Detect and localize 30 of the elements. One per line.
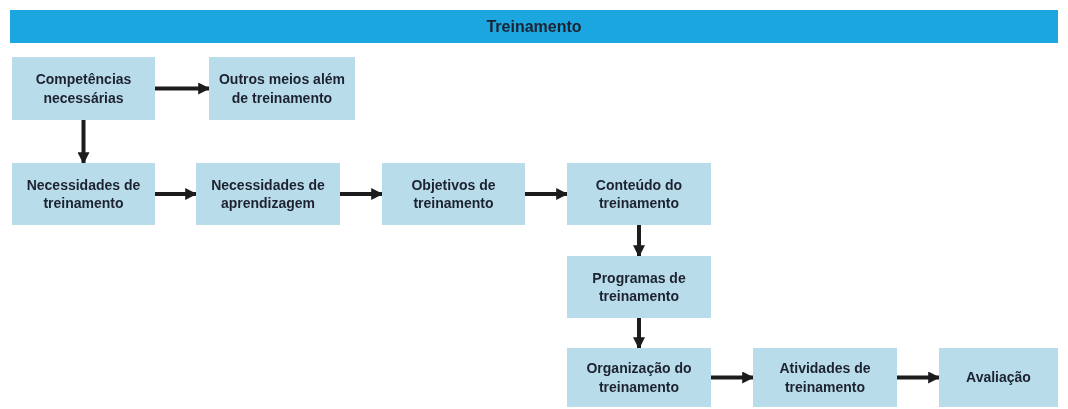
- process-box: [567, 256, 711, 318]
- box-label: Necessidades de treinamento: [25, 175, 142, 213]
- arrow: [633, 225, 645, 258]
- box-label: Competências necessárias: [34, 70, 133, 107]
- arrow: [77, 120, 90, 165]
- arrow: [897, 371, 941, 384]
- process-box: [567, 163, 711, 225]
- box-label: Atividades de treinamento: [778, 359, 872, 396]
- arrow: [155, 82, 211, 95]
- box-label: Avaliação: [966, 368, 1031, 387]
- arrow: [711, 371, 755, 384]
- process-box: [12, 163, 155, 225]
- process-box: [196, 163, 340, 225]
- arrow: [340, 188, 384, 200]
- arrow: [155, 188, 198, 200]
- arrow: [633, 318, 645, 350]
- process-box: [382, 163, 525, 225]
- box-label: Necessidades de aprendizagem: [210, 175, 326, 213]
- box-label: Conteúdo do treinamento: [594, 175, 684, 213]
- process-box: [939, 348, 1058, 407]
- process-box: [209, 57, 355, 120]
- box-label: Organização do treinamento: [585, 359, 693, 396]
- box-label: Programas de treinamento: [591, 268, 687, 306]
- process-box: [12, 57, 155, 120]
- arrow: [525, 188, 569, 200]
- process-box: [753, 348, 897, 407]
- process-box: [567, 348, 711, 407]
- title: Treinamento: [486, 17, 582, 36]
- box-label: Outros meios além de treinamento: [217, 70, 346, 107]
- box-label: Objetivos de treinamento: [410, 175, 497, 213]
